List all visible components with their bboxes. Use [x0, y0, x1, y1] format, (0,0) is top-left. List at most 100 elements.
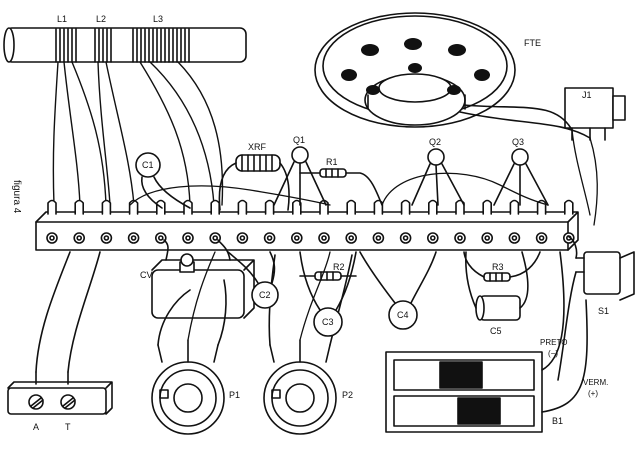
strip-screw-center — [348, 235, 355, 241]
transistor-q2 — [411, 148, 465, 206]
label-xrf: XRF — [248, 142, 267, 152]
label-preto-sign: (−) — [548, 349, 558, 358]
label-r1: R1 — [326, 157, 338, 167]
label-r3: R3 — [492, 262, 504, 272]
strip-screw — [481, 232, 494, 244]
strip-screw — [100, 232, 113, 244]
strip-screw-center — [402, 235, 409, 241]
label-q1: Q1 — [293, 135, 305, 145]
strip-lug — [564, 199, 574, 215]
label-c4: C4 — [397, 310, 409, 320]
strip-screw-center — [212, 235, 218, 241]
strip-screw — [236, 232, 249, 244]
rf-choke-xrf — [218, 154, 290, 211]
label-c2: C2 — [259, 290, 271, 300]
label-q3: Q3 — [512, 137, 524, 147]
strip-screw-center — [76, 235, 82, 241]
strip-screw — [182, 232, 194, 244]
strip-lug — [428, 199, 438, 215]
strip-lug — [400, 199, 411, 215]
jack-j1 — [459, 87, 626, 141]
label-s1: S1 — [598, 306, 609, 316]
strip-screw — [73, 232, 85, 244]
strip-screw-center — [49, 235, 55, 241]
strip-screw — [562, 232, 575, 244]
terminal-strip — [35, 211, 579, 251]
strip-lug — [264, 199, 275, 215]
strip-screw-center — [185, 235, 191, 241]
label-l3: L3 — [153, 14, 163, 24]
strip-screw — [290, 232, 303, 244]
strip-lug — [346, 199, 356, 215]
strip-screw-center — [239, 235, 246, 241]
strip-screw — [318, 232, 330, 244]
strip-screw-center — [538, 235, 545, 241]
strip-screw — [345, 232, 358, 244]
strip-lug — [455, 199, 465, 215]
strip-screw — [454, 232, 466, 244]
label-l1: L1 — [57, 14, 67, 24]
antenna-terminal — [7, 251, 113, 415]
capacitor-c3 — [299, 251, 357, 337]
label-fte: FTE — [524, 38, 541, 48]
strip-lug — [237, 199, 248, 215]
variable-capacitor-cv — [151, 239, 255, 319]
strip-lug — [210, 199, 220, 215]
label-c5: C5 — [490, 326, 502, 336]
label-c3: C3 — [322, 317, 334, 327]
strip-screw-center — [103, 235, 110, 241]
wires-upper — [129, 129, 598, 226]
wires-lower — [187, 251, 331, 341]
label-verm-sign: (+) — [588, 389, 598, 398]
label-p2: P2 — [342, 390, 353, 400]
transistor-q3 — [493, 148, 549, 206]
label-a: A — [33, 422, 39, 432]
strip-screw-center — [266, 235, 273, 241]
strip-screw-center — [293, 235, 300, 241]
label-p1: P1 — [229, 390, 240, 400]
strip-screw-center — [484, 235, 491, 241]
label-preto: PRETO — [540, 338, 567, 347]
coil-leads — [52, 61, 224, 206]
strip-screw-center — [321, 235, 327, 241]
strip-screw — [263, 232, 276, 244]
strip-screw-center — [429, 235, 436, 241]
resistor-r3 — [463, 251, 541, 282]
transistor-q1 — [273, 146, 327, 206]
label-c1: C1 — [142, 160, 154, 170]
strip-lug — [482, 199, 492, 215]
coil-l2 — [94, 28, 112, 63]
capacitor-c2 — [227, 251, 279, 309]
strip-lug — [74, 199, 84, 215]
label-j1: J1 — [582, 90, 592, 100]
label-q2: Q2 — [429, 137, 441, 147]
label-b1: B1 — [552, 416, 563, 426]
strip-screw-center — [130, 235, 137, 241]
label-t: T — [65, 422, 71, 432]
switch-s1 — [557, 235, 635, 381]
capacitor-c4 — [359, 251, 437, 330]
strip-screw — [426, 232, 439, 244]
strip-lug — [47, 199, 57, 215]
label-l2: L2 — [96, 14, 106, 24]
strip-screw — [127, 232, 140, 244]
strip-screw-center — [511, 235, 518, 241]
strip-screw — [46, 232, 58, 244]
strip-screw — [399, 232, 412, 244]
strip-screw-center — [158, 235, 164, 241]
potentiometer-p1 — [151, 279, 227, 435]
labels: figura 4 L1 L2 L3 FTE J1 XRF C1 Q1 Q2 Q3… — [11, 14, 609, 432]
label-cv: CV — [140, 270, 153, 280]
resistor-r1 — [299, 168, 383, 206]
strip-lug — [509, 199, 520, 215]
coil-l1 — [55, 28, 77, 63]
label-verm: VERM. — [583, 378, 608, 387]
strip-screw-center — [457, 235, 463, 241]
potentiometer-p2 — [263, 254, 353, 435]
strip-screw-center — [375, 235, 382, 241]
strip-screw — [372, 232, 385, 244]
strip-screw — [155, 232, 167, 244]
speaker-holes — [341, 38, 490, 95]
